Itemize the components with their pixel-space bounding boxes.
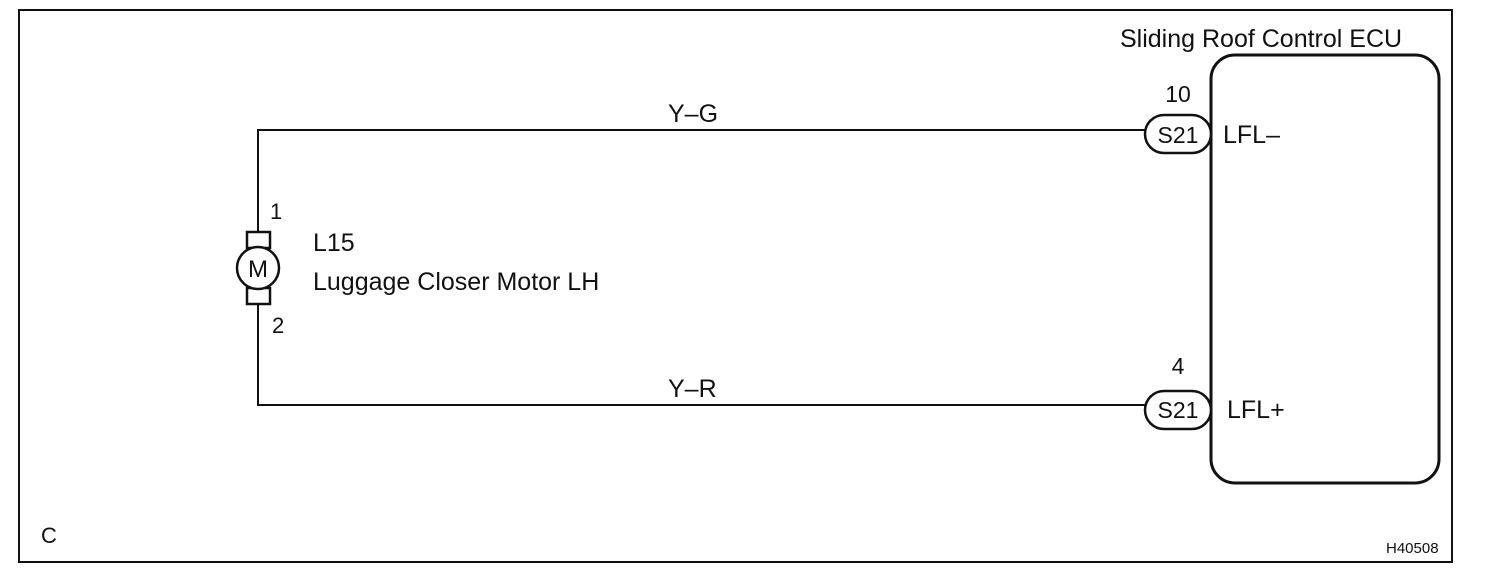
figure-code: H40508 <box>1386 540 1439 557</box>
diagram-frame <box>18 9 1453 563</box>
motor-pin-top: 1 <box>270 199 282 224</box>
connector-upper-pin: 10 <box>1165 81 1191 107</box>
wire-upper <box>257 129 1145 232</box>
ecu-box <box>1209 53 1441 485</box>
section-letter: C <box>41 523 57 548</box>
motor-symbol: M <box>235 230 281 306</box>
wire-lower-color: Y–R <box>668 375 717 403</box>
motor-pin-bottom: 2 <box>272 313 284 338</box>
wire-upper-color: Y–G <box>668 100 718 128</box>
connector-lower-pin: 4 <box>1172 353 1185 379</box>
motor-code: L15 <box>313 229 355 257</box>
motor-symbol-letter: M <box>248 256 268 283</box>
ecu-terminal-upper: LFL– <box>1223 121 1280 149</box>
connector-upper <box>1143 113 1213 155</box>
wire-lower <box>257 304 1145 406</box>
connector-upper-code: S21 <box>1158 122 1199 148</box>
ecu-terminal-lower: LFL+ <box>1227 396 1285 424</box>
ecu-label: Sliding Roof Control ECU <box>1120 25 1402 53</box>
connector-lower-code: S21 <box>1158 397 1199 423</box>
connector-lower <box>1143 389 1213 431</box>
motor-name: Luggage Closer Motor LH <box>313 268 599 296</box>
